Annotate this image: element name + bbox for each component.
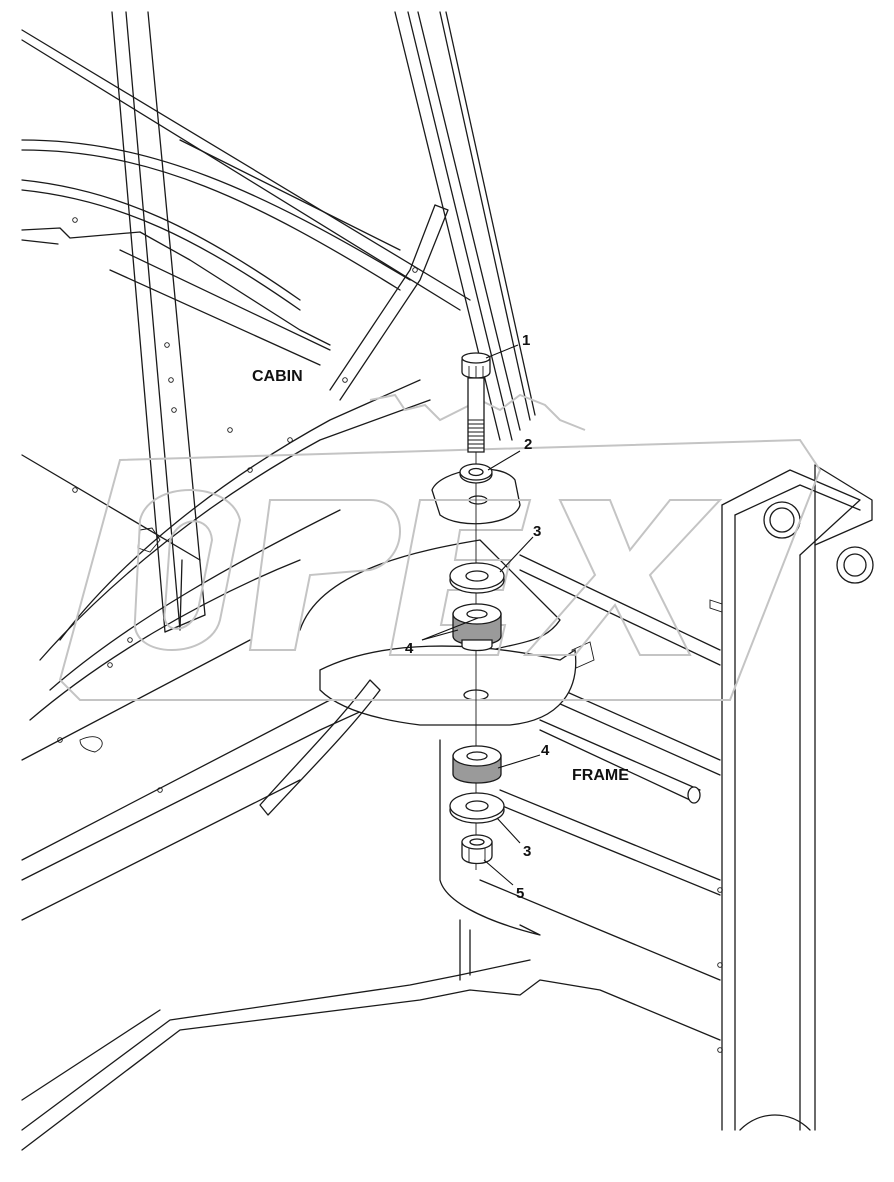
spacer-lower xyxy=(449,792,505,824)
spacer-upper xyxy=(449,562,505,594)
callout-rubber-lower: 4 xyxy=(541,742,550,759)
rubber-mount-upper xyxy=(452,603,502,652)
cabin-structure xyxy=(21,11,721,1151)
washer-top xyxy=(459,463,493,484)
callout-washer-top: 2 xyxy=(524,436,532,453)
frame-structure xyxy=(479,464,874,1131)
callout-bolt: 1 xyxy=(522,332,530,349)
cabin-mount-bracket xyxy=(299,468,561,661)
watermark xyxy=(58,393,822,701)
cabin-label: CABIN xyxy=(252,368,303,385)
leader-lines xyxy=(421,344,541,886)
callout-nut: 5 xyxy=(516,885,524,902)
callout-spacer-lower: 3 xyxy=(523,843,531,860)
nut xyxy=(461,834,493,865)
callout-rubber-mounts: 4 xyxy=(405,640,414,657)
frame-mount-bracket xyxy=(259,645,577,816)
frame-label: FRAME xyxy=(572,767,629,784)
rubber-mount-lower xyxy=(452,745,502,784)
callout-spacer-upper: 3 xyxy=(533,523,541,540)
bolt xyxy=(461,352,491,453)
